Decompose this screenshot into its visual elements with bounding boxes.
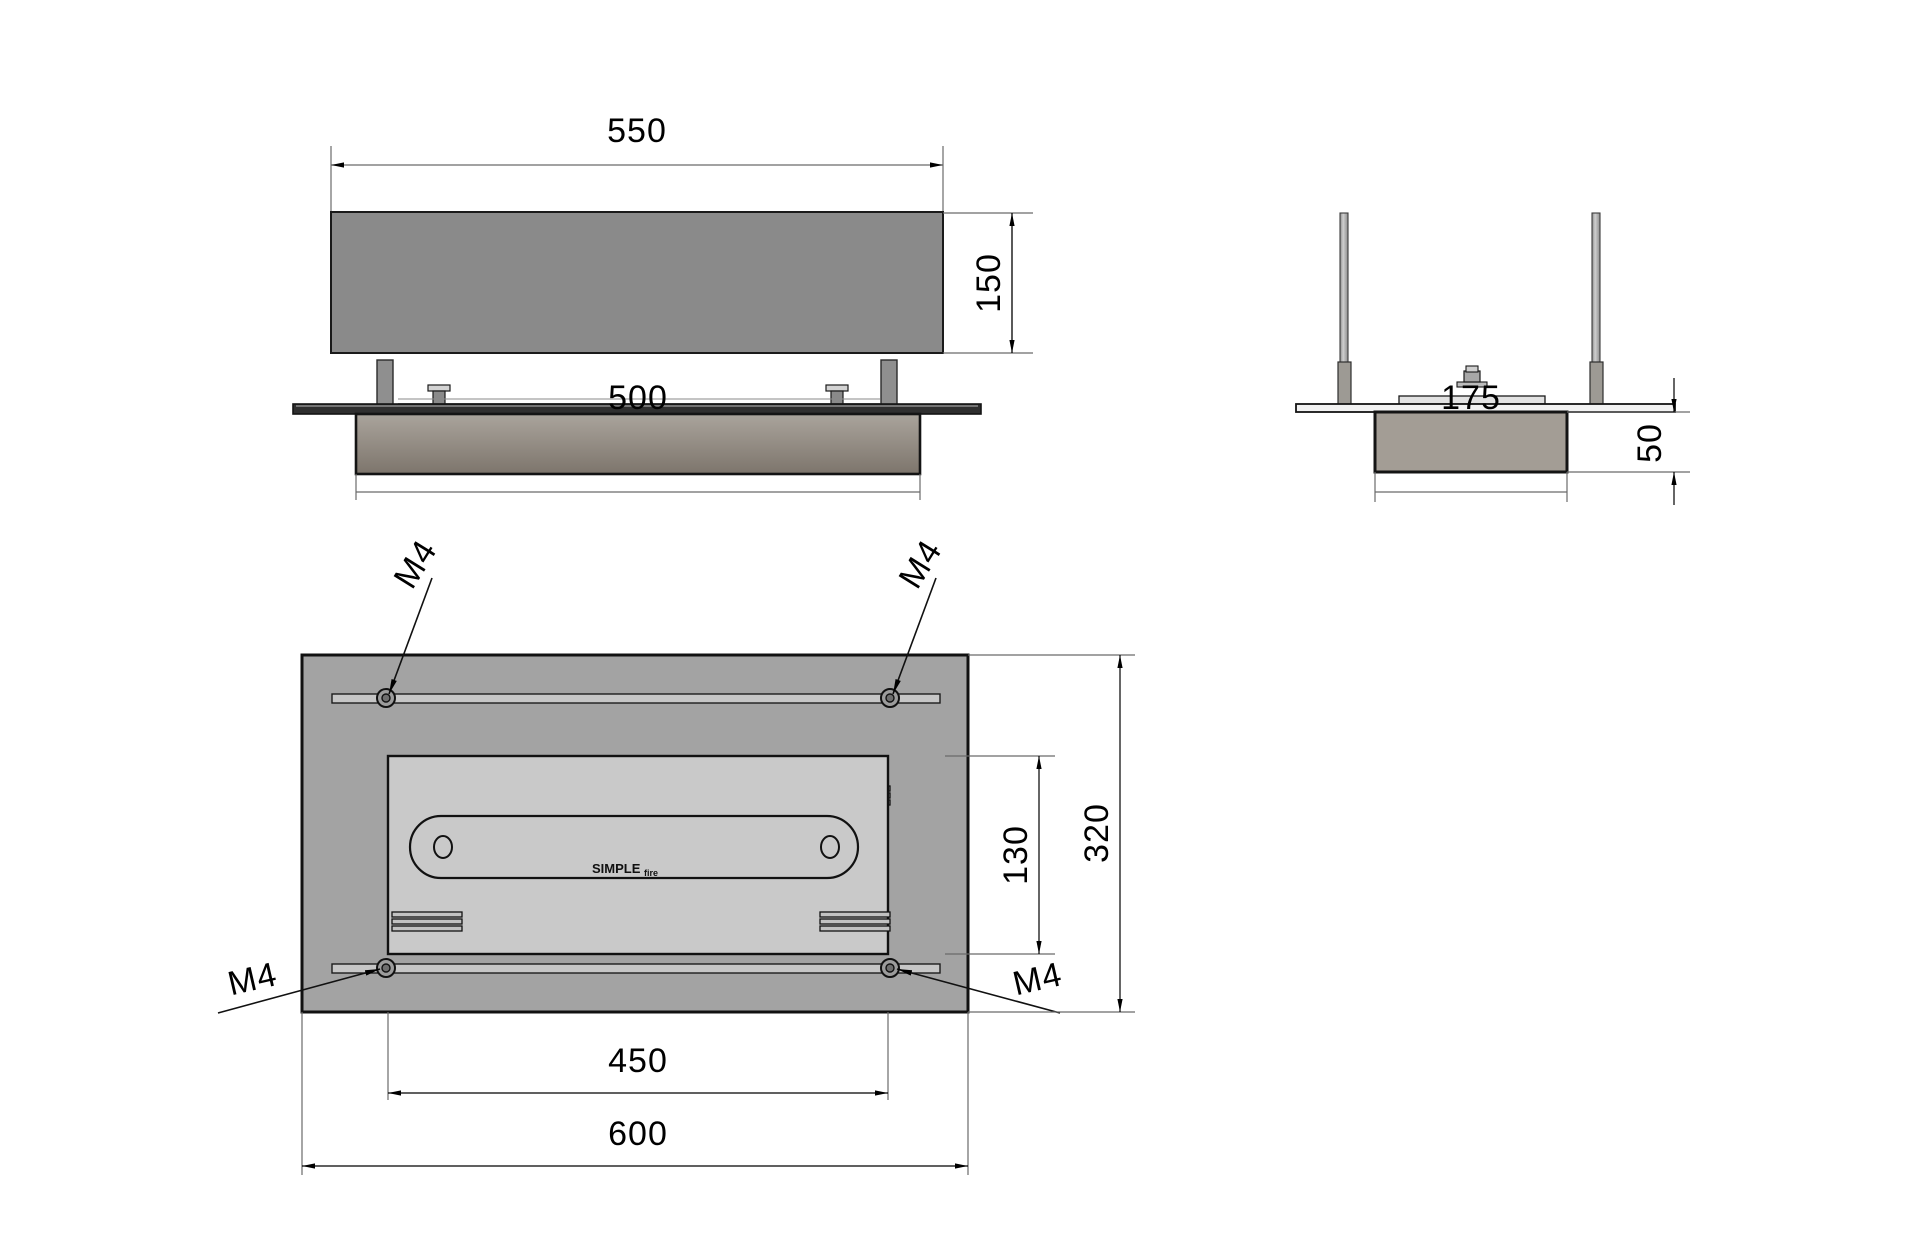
brand-logo-sub: fire xyxy=(644,868,658,878)
top-plan-view: SIMPLE fire xyxy=(217,577,1135,1175)
label-600: 600 xyxy=(608,1115,668,1153)
label-320: 320 xyxy=(1078,803,1116,863)
dimension-500 xyxy=(355,474,921,500)
leader-m4-top-right xyxy=(892,577,937,695)
plan-fastener-bottom-right xyxy=(880,958,900,978)
plan-fastener-top-right xyxy=(880,688,900,708)
label-450: 450 xyxy=(608,1042,668,1080)
plan-fastener-top-left xyxy=(376,688,396,708)
plan-burner-trough xyxy=(408,814,860,880)
front-screw-right xyxy=(825,384,849,406)
side-body-box xyxy=(1373,410,1569,474)
label-50: 50 xyxy=(1631,423,1669,463)
dimension-550 xyxy=(330,146,944,212)
dimension-320 xyxy=(968,654,1135,1013)
label-m4-top-right: M4 xyxy=(892,533,950,595)
dimension-150 xyxy=(943,212,1033,354)
dimension-600 xyxy=(301,1012,969,1175)
plan-trough-hole-right xyxy=(820,835,840,859)
front-elevation-view xyxy=(292,146,1033,500)
front-bracket-left xyxy=(376,359,394,408)
front-glass-panel xyxy=(330,211,944,354)
label-175: 175 xyxy=(1441,379,1501,417)
label-550: 550 xyxy=(607,112,667,150)
leader-m4-top-left xyxy=(388,577,433,695)
label-150: 150 xyxy=(970,253,1008,313)
plan-vent-bottom-left xyxy=(391,911,463,932)
leader-m4-bottom-right xyxy=(896,968,1061,1014)
side-rod-sleeve-left xyxy=(1337,361,1352,406)
plan-vent-bottom-right xyxy=(819,911,891,932)
label-500: 500 xyxy=(608,379,668,417)
front-bracket-right xyxy=(880,359,898,408)
front-screw-left xyxy=(427,384,451,406)
label-m4-bottom-right: M4 xyxy=(1009,955,1066,1003)
dimension-130 xyxy=(945,755,1055,955)
label-130: 130 xyxy=(997,825,1035,885)
brand-logo: SIMPLE fire xyxy=(592,861,658,878)
side-rod-right xyxy=(1591,212,1601,374)
dimension-175 xyxy=(1374,472,1568,502)
plan-mount-bar-top xyxy=(331,693,941,704)
front-body-box xyxy=(354,412,922,476)
leader-m4-bottom-left xyxy=(217,968,381,1014)
plan-fastener-bottom-left xyxy=(376,958,396,978)
side-rod-left xyxy=(1339,212,1349,374)
side-rod-sleeve-right xyxy=(1589,361,1604,406)
side-elevation-view xyxy=(1295,212,1690,505)
dimension-labels: 550 150 500 175 50 130 320 450 600 xyxy=(607,112,1669,1153)
dimension-450 xyxy=(387,1012,889,1100)
side-fill-cap xyxy=(1456,365,1488,388)
label-m4-bottom-left: M4 xyxy=(224,955,281,1003)
plan-trough-hole-left xyxy=(433,835,453,859)
plan-mount-bar-bottom xyxy=(331,963,941,974)
dimension-50 xyxy=(1567,378,1690,505)
brand-logo-main: SIMPLE xyxy=(592,861,641,876)
label-m4-top-left: M4 xyxy=(387,533,445,595)
